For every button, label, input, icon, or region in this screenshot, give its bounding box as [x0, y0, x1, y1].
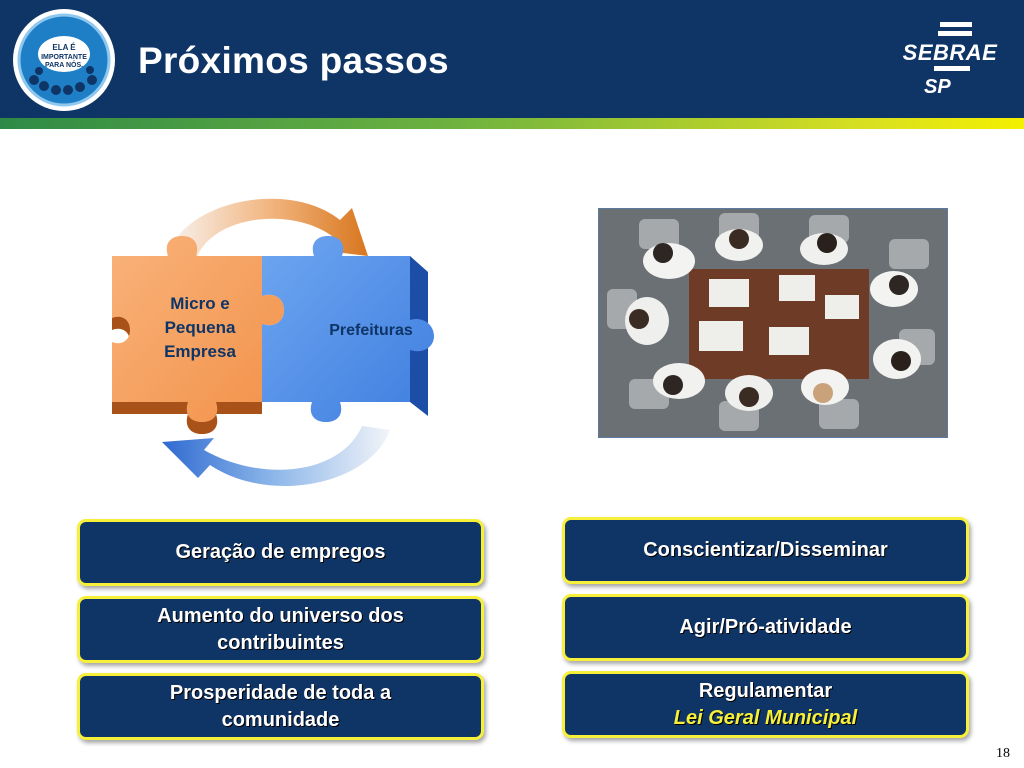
box-text: Geração de empregos [175, 541, 386, 563]
box-text-highlight: Lei Geral Municipal [673, 706, 858, 729]
svg-text:IMPORTANTE: IMPORTANTE [41, 54, 87, 61]
logo-bar [940, 22, 972, 27]
svg-text:PARA NÓS.: PARA NÓS. [45, 60, 83, 69]
box-text: Prosperidade de toda a [169, 681, 392, 704]
puzzle-diagram: Micro e Pequena Empresa Prefeituras [100, 180, 480, 505]
box-text: Regulamentar [698, 679, 833, 702]
brand-name: SEBRAE [902, 40, 998, 65]
orange-arrow-icon [170, 198, 368, 260]
header-bar: ELA É IMPORTANTE PARA NÓS. Próximos pass… [0, 0, 1024, 118]
svg-text:ELA É: ELA É [52, 43, 76, 52]
brand-sub: SP [924, 76, 951, 98]
label-line: Empresa [164, 342, 236, 361]
box-agir: Agir/Pró-atividade [562, 594, 969, 661]
label-prefeituras: Prefeituras [329, 322, 413, 339]
box-text: comunidade [221, 708, 340, 731]
box-geracao-empregos: Geração de empregos [77, 519, 484, 586]
orange-puzzle-piece [112, 236, 284, 422]
label-line: Micro e [170, 294, 230, 313]
meeting-photo [598, 208, 948, 438]
logo-bar [934, 66, 970, 71]
logo-bar [938, 31, 972, 36]
label-line: Pequena [164, 318, 236, 337]
header-stripe [0, 118, 1024, 129]
label-micro-empresa: Micro e Pequena Empresa [140, 292, 260, 364]
box-aumento-contribuintes: Aumento do universo dos contribuintes [77, 596, 484, 663]
box-text: Aumento do universo dos [157, 604, 404, 627]
box-prosperidade-comunidade: Prosperidade de toda a comunidade [77, 673, 484, 740]
blue-arrow-icon [162, 426, 390, 487]
box-regulamentar: Regulamentar Lei Geral Municipal [562, 671, 969, 738]
puzzle-graphic [112, 198, 434, 487]
lei-geral-seal-icon: ELA É IMPORTANTE PARA NÓS. [13, 9, 115, 111]
box-text: Conscientizar/Disseminar [643, 539, 888, 561]
box-text: contribuintes [217, 631, 344, 654]
page-title: Próximos passos [138, 40, 449, 81]
box-text: Agir/Pró-atividade [679, 616, 852, 638]
page-number: 18 [996, 746, 1010, 761]
box-conscientizar: Conscientizar/Disseminar [562, 517, 969, 584]
blue-puzzle-piece [262, 236, 434, 422]
sebrae-logo: SEBRAE SP [898, 22, 1002, 100]
